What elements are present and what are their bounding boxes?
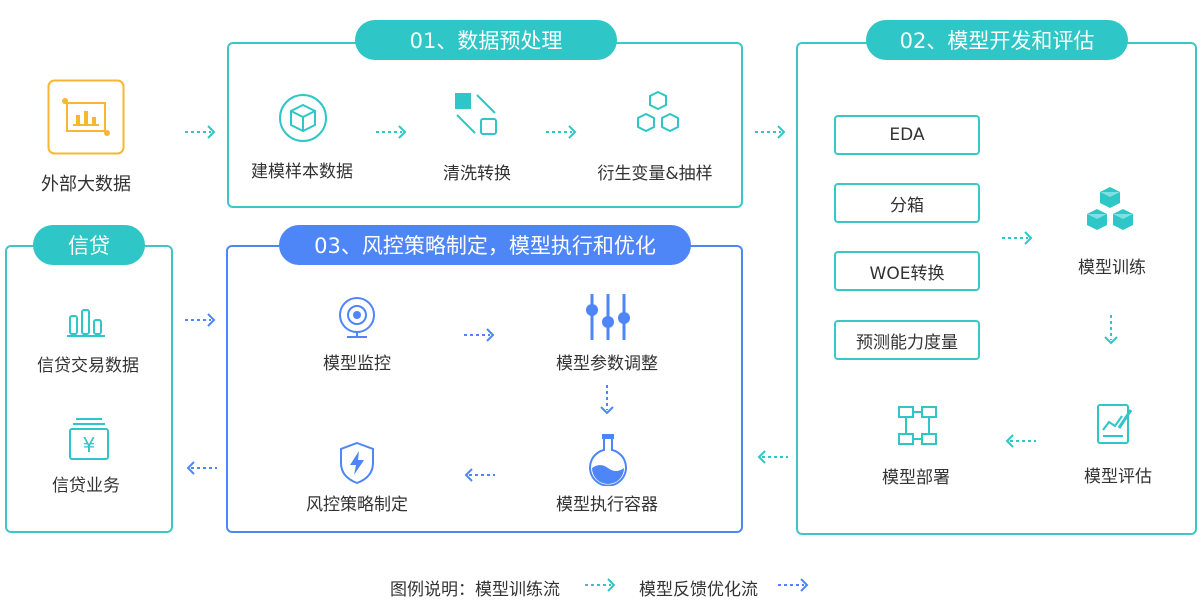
bar-chart-icon — [66, 308, 106, 342]
step-clean-transform: 清洗转换 — [443, 164, 511, 184]
eda-box: EDA — [834, 115, 980, 155]
model-evaluation-label: 模型评估 — [1084, 467, 1152, 487]
transform-icon — [453, 91, 499, 141]
exec-container-label: 模型执行容器 — [556, 495, 658, 515]
legend-feedback-label: 模型反馈优化流 — [639, 580, 758, 600]
svg-text:¥: ¥ — [83, 433, 96, 457]
binning-box: 分箱 — [834, 183, 980, 223]
param-tuning-label: 模型参数调整 — [556, 354, 658, 374]
risk-strategy-panel — [226, 245, 743, 533]
flow-arrow-left-icon — [757, 450, 788, 464]
hexagons-icon — [632, 90, 684, 142]
model-deployment-label: 模型部署 — [882, 468, 950, 488]
source-label: 外部大数据 — [41, 174, 131, 195]
feedback-arrow-down-icon — [600, 385, 614, 415]
risk-strategy-title: 03、风控策略制定，模型执行和优化 — [279, 225, 691, 265]
blocks-icon — [1083, 185, 1137, 237]
feedback-arrow-left-icon — [186, 461, 217, 475]
credit-business-label: 信贷业务 — [52, 476, 120, 496]
step-sample-data: 建模样本数据 — [251, 162, 353, 182]
flow-arrow-down-icon — [1104, 315, 1118, 345]
predictive-power-box: 预测能力度量 — [834, 320, 980, 360]
credit-data-label: 信贷交易数据 — [37, 356, 139, 376]
credit-title: 信贷 — [33, 225, 145, 265]
model-training-label: 模型训练 — [1078, 258, 1146, 278]
preprocess-title: 01、数据预处理 — [355, 20, 617, 60]
flow-arrow-icon — [185, 313, 216, 327]
flask-icon — [585, 432, 631, 490]
credit-panel — [5, 245, 173, 533]
legend-feedback-arrow-icon — [778, 578, 809, 592]
flow-arrow-icon — [376, 125, 407, 139]
flow-arrow-icon — [755, 125, 786, 139]
flow-arrow-icon — [1002, 231, 1033, 245]
sliders-icon — [584, 292, 632, 346]
legend-training-label: 图例说明：模型训练流 — [390, 580, 560, 600]
feedback-arrow-icon — [464, 328, 495, 342]
feedback-arrow-left-icon — [464, 468, 495, 482]
flow-arrow-icon — [185, 125, 216, 139]
risk-strategy-label: 风控策略制定 — [306, 495, 408, 515]
webcam-icon — [333, 295, 381, 345]
legend-training-arrow-icon — [585, 578, 616, 592]
cube-icon — [278, 93, 328, 147]
yuan-card-icon: ¥ — [68, 416, 110, 466]
model-monitor-label: 模型监控 — [323, 354, 391, 374]
evaluation-icon — [1095, 402, 1137, 450]
step-derive-sample: 衍生变量&抽样 — [597, 164, 713, 184]
model-dev-title: 02、模型开发和评估 — [866, 20, 1128, 60]
flow-arrow-icon — [546, 125, 577, 139]
deployment-icon — [896, 404, 940, 452]
chart-board-icon — [47, 79, 125, 155]
woe-box: WOE转换 — [834, 251, 980, 291]
shield-bolt-icon — [337, 441, 377, 489]
flow-arrow-left-icon — [1005, 434, 1036, 448]
